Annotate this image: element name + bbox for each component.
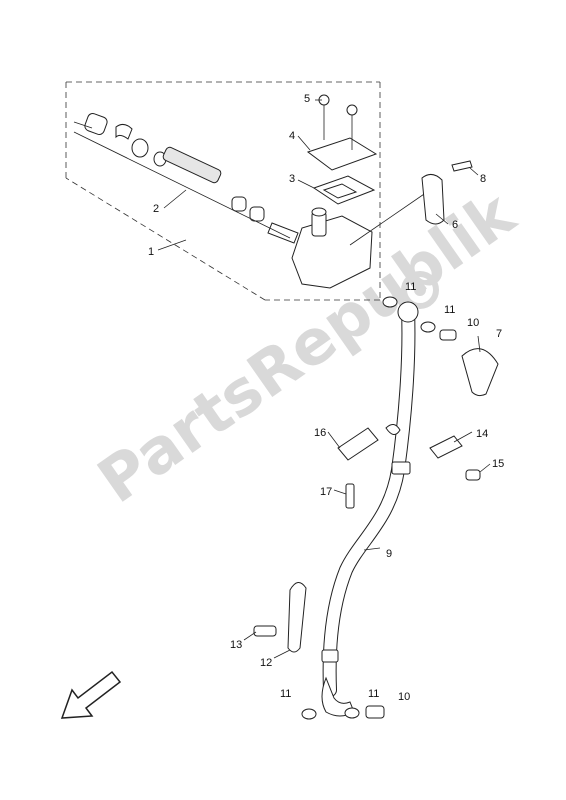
gear-icon (401, 271, 439, 309)
callout-5: 5 (304, 93, 310, 105)
lever-boot (461, 348, 499, 397)
brake-hose (321, 301, 419, 717)
callout-14: 14 (476, 428, 488, 440)
callout-16: 16 (314, 427, 326, 439)
reservoir-cover (306, 94, 378, 205)
master-cylinder-body (291, 189, 431, 289)
callout-9: 9 (386, 548, 392, 560)
hose-clamp-14 (429, 435, 481, 481)
callout-11-lower-right: 11 (368, 688, 379, 700)
callout-10-lower: 10 (398, 691, 410, 703)
piston-kit-parts (73, 113, 299, 244)
callout-11-upper-left: 11 (405, 281, 416, 293)
callout-10-upper: 10 (467, 317, 479, 329)
callout-2: 2 (153, 203, 159, 215)
callout-4: 4 (289, 130, 295, 142)
union-bolt-upper (382, 296, 457, 341)
callout-11-upper-right: 11 (444, 304, 455, 316)
callout-12: 12 (260, 657, 272, 669)
hose-clamp-16 (337, 424, 401, 509)
hose-holder-12 (253, 582, 307, 653)
callout-17: 17 (320, 486, 332, 498)
callout-13: 13 (230, 639, 242, 651)
callout-6: 6 (452, 219, 458, 231)
front-arrow-icon (60, 670, 122, 719)
callout-1: 1 (148, 246, 154, 258)
callout-7: 7 (496, 328, 502, 340)
callout-3: 3 (289, 173, 295, 185)
callout-8: 8 (480, 173, 486, 185)
callout-15: 15 (492, 458, 504, 470)
assembly-frame (65, 81, 381, 301)
leader-lines (157, 99, 491, 659)
bracket-parts (421, 160, 479, 225)
callout-11-lower-left: 11 (280, 688, 291, 700)
union-bolt-lower (301, 705, 385, 720)
